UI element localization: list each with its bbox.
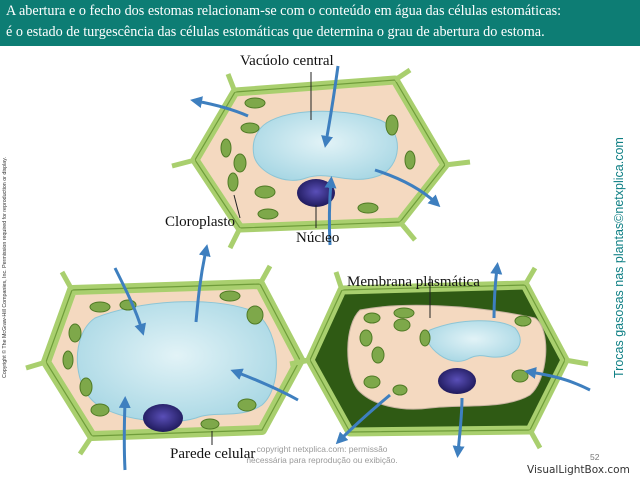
- arrow: [194, 244, 211, 323]
- chloroplast: [246, 305, 264, 325]
- chloroplast: [385, 114, 399, 136]
- left-nucleus: [143, 404, 183, 432]
- top-cell: [171, 65, 471, 250]
- watermark-line-2: necessária para reprodução ou exibição.: [246, 455, 398, 465]
- right-chloroplasts: [359, 307, 532, 396]
- chloroplast: [227, 172, 239, 192]
- right-cell: [289, 262, 591, 458]
- arrow: [190, 96, 249, 118]
- chloroplast: [90, 403, 110, 417]
- chloroplast: [237, 398, 257, 412]
- top-wall-junctions: [171, 67, 471, 250]
- chloroplast: [393, 307, 415, 319]
- chloroplast: [219, 290, 241, 302]
- label-leaders: [211, 72, 431, 445]
- chloroplast: [240, 122, 260, 134]
- right-vacuole: [426, 320, 521, 362]
- chloroplast: [357, 202, 379, 214]
- chloroplast: [68, 323, 82, 343]
- header-line-1: A abertura e o fecho dos estomas relacio…: [6, 3, 562, 19]
- chloroplast: [79, 377, 93, 397]
- chloroplast: [62, 350, 74, 370]
- label-chloroplast: Cloroplasto: [165, 214, 235, 230]
- chloroplast: [220, 138, 232, 158]
- left-vacuole: [76, 301, 277, 423]
- left-arrows: [113, 244, 299, 471]
- arrow: [324, 176, 337, 246]
- chloroplast: [244, 97, 266, 109]
- site-watermark: VisualLightBox.com: [527, 464, 630, 476]
- chloroplast: [89, 301, 111, 313]
- copyright-note: Copyright © The McGraw-Hill Companies, I…: [2, 157, 8, 378]
- chloroplast: [514, 315, 532, 327]
- arrow: [374, 168, 441, 208]
- watermark-line-1: copyright netxplica.com: permissão: [256, 444, 388, 454]
- left-cell: [25, 244, 323, 471]
- header-line-2: é o estado de turgescência das células e…: [6, 24, 545, 40]
- arrow: [524, 367, 591, 392]
- chloroplast: [254, 185, 276, 199]
- label-central-vacuole: Vacúolo central: [240, 53, 334, 69]
- right-nucleus: [438, 368, 476, 394]
- chloroplast: [511, 369, 529, 383]
- arrow: [118, 396, 131, 471]
- chloroplast: [257, 208, 279, 220]
- top-chloroplasts: [220, 97, 416, 220]
- header-banner: A abertura e o fecho dos estomas relacio…: [0, 0, 640, 46]
- arrow: [490, 262, 503, 319]
- chloroplast: [363, 312, 381, 324]
- page-number: 52: [590, 452, 600, 462]
- right-arrows: [335, 262, 591, 458]
- chloroplast: [371, 346, 385, 364]
- label-cell-wall: Parede celular: [170, 446, 256, 462]
- chloroplast: [393, 318, 411, 332]
- chloroplast: [363, 375, 381, 389]
- copyright-watermark: copyright netxplica.com: permissão neces…: [232, 444, 412, 466]
- chloroplast: [233, 153, 247, 173]
- chloroplast: [404, 150, 416, 170]
- plant-cells-diagram: [25, 65, 591, 471]
- chloroplast: [200, 418, 220, 430]
- side-title: Trocas gasosas nas plantas©netxplica.com: [612, 137, 626, 378]
- chloroplast: [419, 329, 431, 347]
- top-arrows: [190, 65, 441, 246]
- arrow: [452, 397, 465, 458]
- right-wall-junctions: [289, 266, 589, 450]
- arrow: [321, 65, 340, 148]
- chloroplast: [359, 329, 373, 347]
- arrow: [230, 368, 299, 402]
- chloroplast: [392, 384, 408, 396]
- arrow: [113, 267, 147, 336]
- left-chloroplasts: [62, 290, 264, 430]
- label-plasma-membrane: Membrana plasmática: [347, 274, 480, 290]
- arrow: [335, 393, 391, 445]
- label-nucleus: Núcleo: [296, 230, 340, 246]
